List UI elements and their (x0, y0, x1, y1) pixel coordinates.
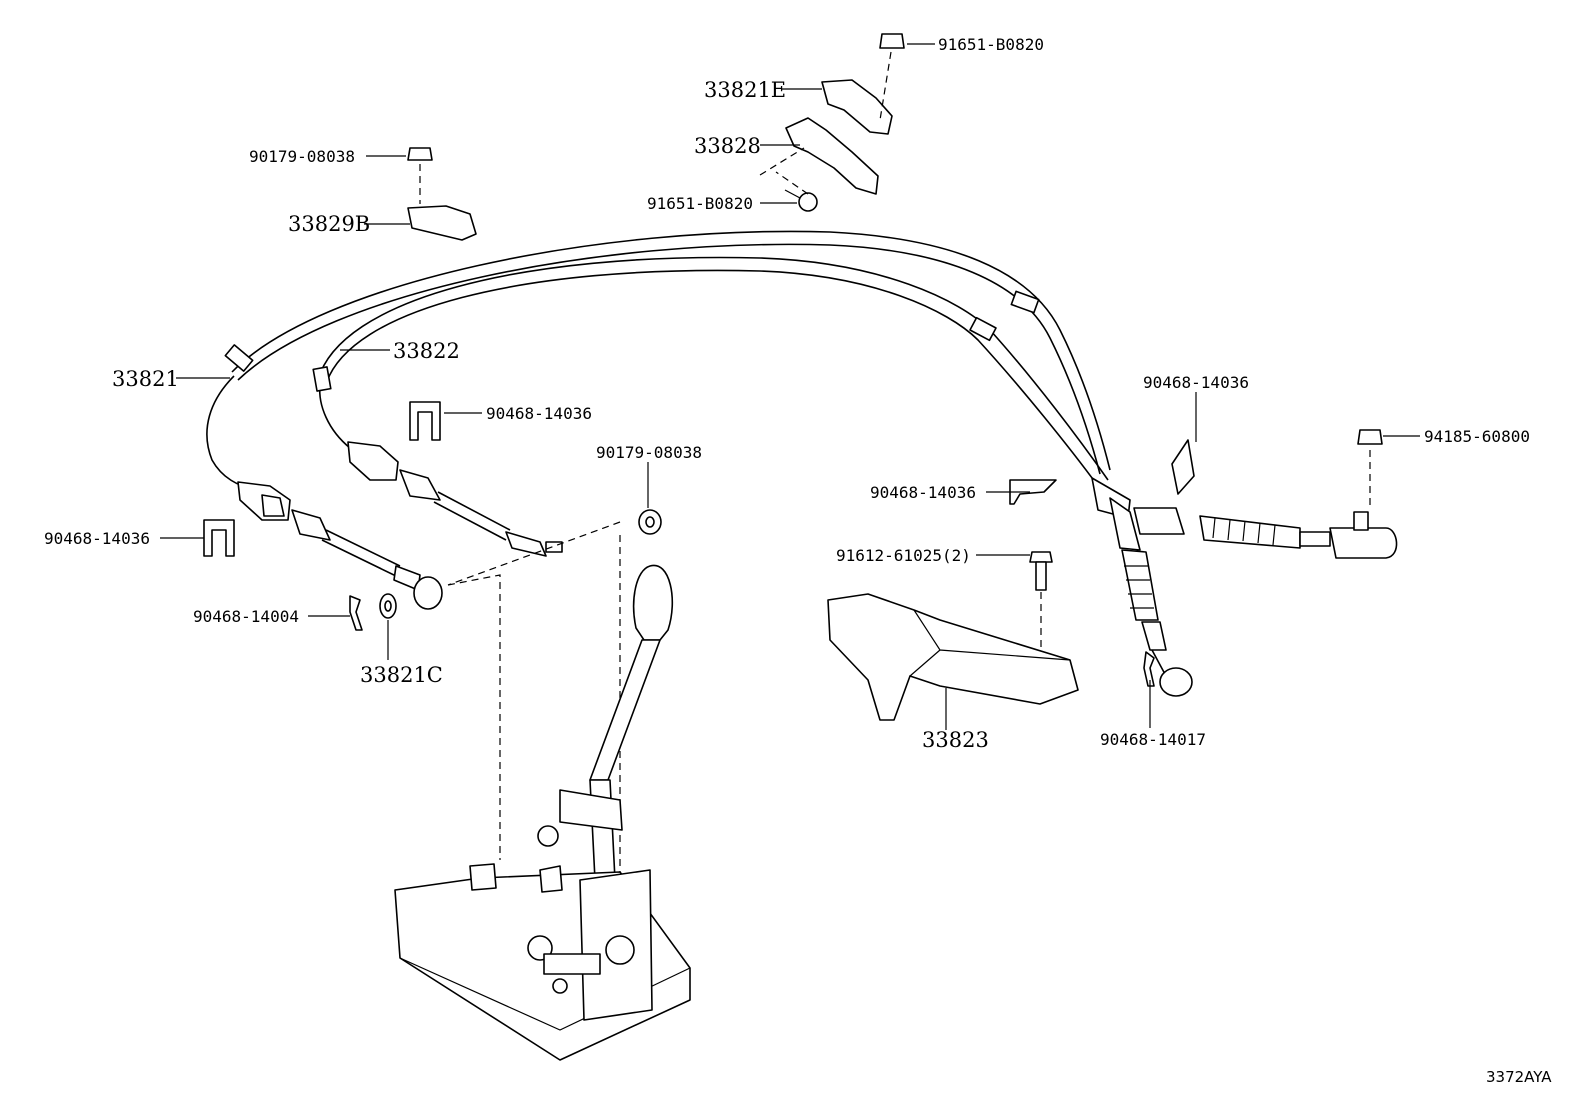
cable-33821 (206, 230, 1111, 491)
label-clip-90468-14036-upper-mid: 90468-14036 (486, 404, 592, 423)
clip-90468-14036-left (203, 519, 235, 557)
label-pin-90468-14017: 90468-14017 (1100, 730, 1206, 749)
washer-33821C (379, 593, 397, 619)
bolt-94185-60800 (1357, 429, 1383, 508)
label-clip-90468-14036-right-top: 90468-14036 (1143, 373, 1249, 392)
label-bracket-33823: 33823 (922, 728, 989, 752)
leader-lines (160, 43, 1420, 730)
label-bolt-91651-B0820-mid: 91651-B0820 (647, 194, 753, 213)
bolt-91651-B0820-top (879, 33, 905, 121)
label-washer-33821C: 33821C (360, 663, 443, 687)
bracket-33821E (821, 79, 893, 135)
clip-90468-14036-right-top (1171, 439, 1195, 495)
label-bracket-33828: 33828 (694, 134, 761, 158)
cable-33821-end (237, 481, 443, 610)
label-clip-90468-14036-left: 90468-14036 (44, 529, 150, 548)
cable-33822-end (347, 441, 563, 557)
nut-90179-08038-left (407, 147, 433, 204)
shift-lever-assembly (394, 564, 691, 1061)
pin-90468-14017 (1143, 651, 1155, 687)
clip-90468-14036-right-mid (1009, 479, 1057, 505)
label-pin-90468-14004: 90468-14004 (193, 607, 299, 626)
bracket-33823 (827, 593, 1079, 721)
label-bolt-94185-60800: 94185-60800 (1424, 427, 1530, 446)
clip-90468-14036-upper-mid (409, 401, 441, 441)
label-clamp-33829B: 33829B (288, 212, 370, 236)
label-cable-33822: 33822 (393, 339, 460, 363)
bolt-91651-B0820-mid (759, 147, 818, 212)
label-clip-90468-14036-right-mid: 90468-14036 (870, 483, 976, 502)
label-nut-90179-08038-center: 90179-08038 (596, 443, 702, 462)
label-bracket-33821E: 33821E (704, 78, 786, 102)
diagram-id: 3372AYA (1486, 1068, 1552, 1086)
cable-right-end-vertical (1109, 497, 1193, 697)
bolt-91612-61025 (1029, 551, 1053, 680)
label-bolt-91651-B0820-top: 91651-B0820 (938, 35, 1044, 54)
label-nut-90179-08038-left: 90179-08038 (249, 147, 355, 166)
pin-90468-14004 (349, 595, 363, 631)
label-bolt-91612-61025: 91612-61025(2) (836, 546, 971, 565)
bracket-33828 (785, 117, 879, 195)
cable-33822 (312, 256, 1109, 487)
label-cable-33821: 33821 (112, 367, 179, 391)
clamp-33829B (407, 205, 477, 241)
